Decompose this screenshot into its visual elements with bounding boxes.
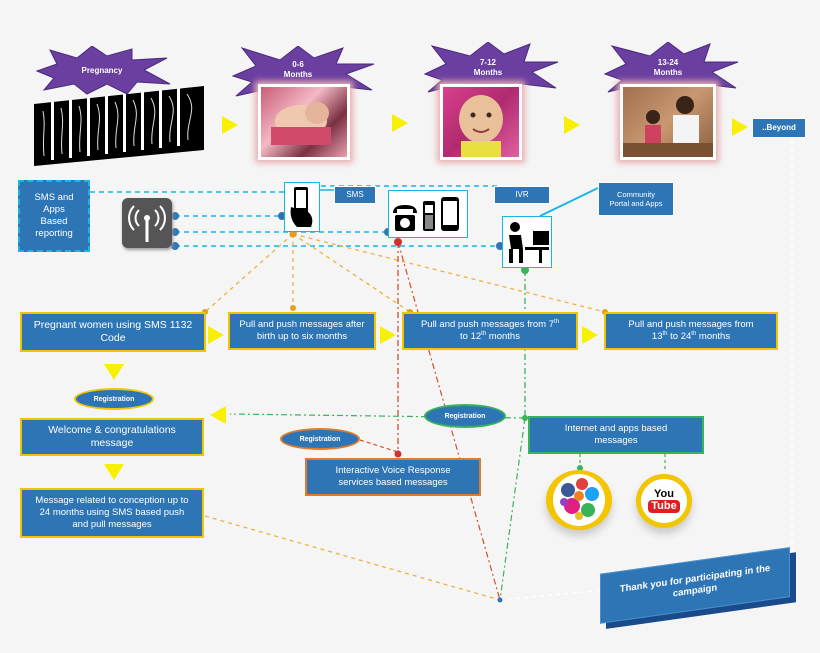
arrow-right-icon: [732, 118, 748, 136]
mobile-phone-icon: [284, 182, 320, 232]
arrow-right-icon: [582, 326, 598, 344]
social-media-icon: [546, 470, 612, 530]
newborn-photo: [258, 84, 350, 160]
pull-push-twentyfour-months-box: Pull and push messages from 13th to 24th…: [604, 312, 778, 350]
arrow-left-icon: [210, 406, 226, 424]
arrow-right-icon: [564, 116, 580, 134]
arrow-right-icon: [392, 114, 408, 132]
youtube-icon: You Tube: [636, 474, 692, 528]
telephones-icon: [388, 190, 468, 238]
infant-photo: [440, 84, 522, 160]
registration-badge: Registration: [74, 388, 154, 410]
registration-badge: Registration: [424, 404, 506, 428]
sms-channel-label: SMS: [334, 186, 376, 204]
pull-push-twelve-months-box: Pull and push messages from 7th to 12th …: [402, 312, 578, 350]
pregnancy-star: [35, 46, 171, 95]
wireless-tower-icon: [122, 198, 172, 248]
arrow-right-icon: [380, 326, 396, 344]
registration-badge: Registration: [280, 428, 360, 450]
computer-user-icon: [502, 216, 552, 268]
pregnancy-silhouettes-image: [34, 86, 204, 166]
arrow-down-icon: [104, 364, 124, 380]
arrow-right-icon: [222, 116, 238, 134]
arrow-down-icon: [104, 464, 124, 480]
beyond-box: ..Beyond: [752, 118, 806, 138]
ivr-channel-label: IVR: [494, 186, 550, 204]
arrow-right-icon: [208, 326, 224, 344]
family-photo: [620, 84, 716, 160]
stage-label-pregnancy: Pregnancy: [81, 66, 123, 75]
